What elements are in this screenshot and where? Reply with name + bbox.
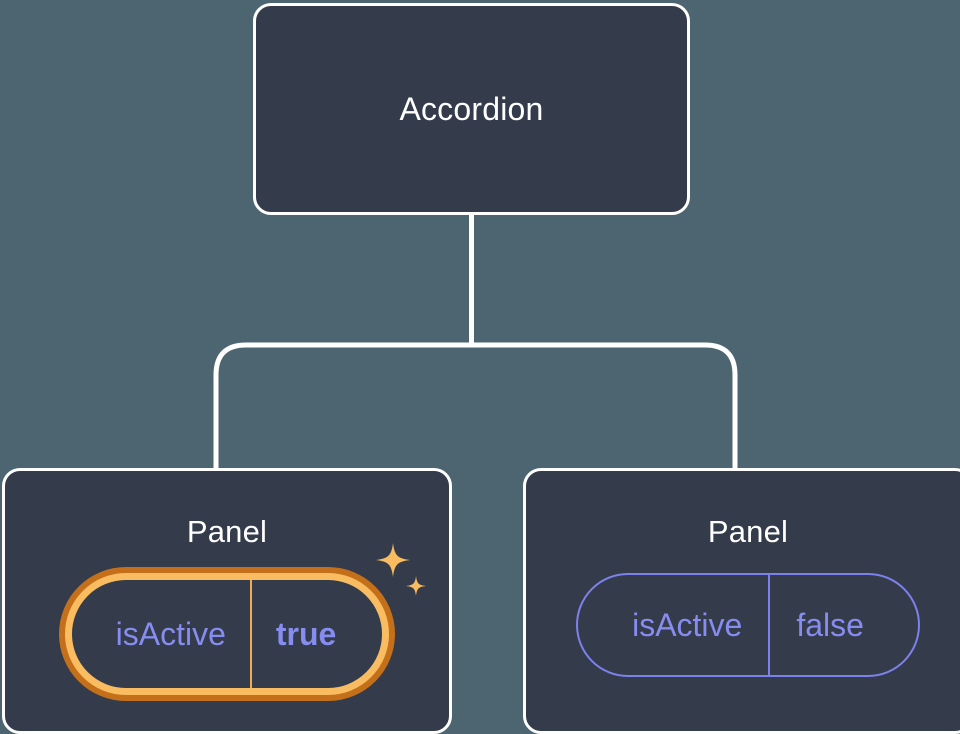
prop-value-label: true	[249, 580, 382, 688]
tree-node-panel-active[interactable]: Panel isActive true	[2, 468, 452, 734]
node-title-accordion: Accordion	[399, 91, 544, 127]
node-title-panel-inactive: Panel	[707, 514, 789, 549]
connector-child-bus	[213, 342, 738, 470]
node-title-panel-active: Panel	[186, 514, 268, 549]
prop-pill-wrap-inactive: isActive false	[526, 573, 960, 677]
tree-node-accordion[interactable]: Accordion	[253, 3, 690, 215]
tree-node-panel-inactive[interactable]: Panel isActive false	[523, 468, 960, 734]
prop-key-label: isActive	[115, 616, 226, 652]
prop-pill-isactive-false[interactable]: isActive false	[576, 573, 920, 677]
prop-pill-wrap-active: isActive true	[5, 543, 449, 695]
prop-key-label: isActive	[632, 607, 743, 643]
prop-value-label: false	[768, 575, 918, 675]
prop-pill-isactive-true[interactable]: isActive true	[64, 573, 390, 695]
